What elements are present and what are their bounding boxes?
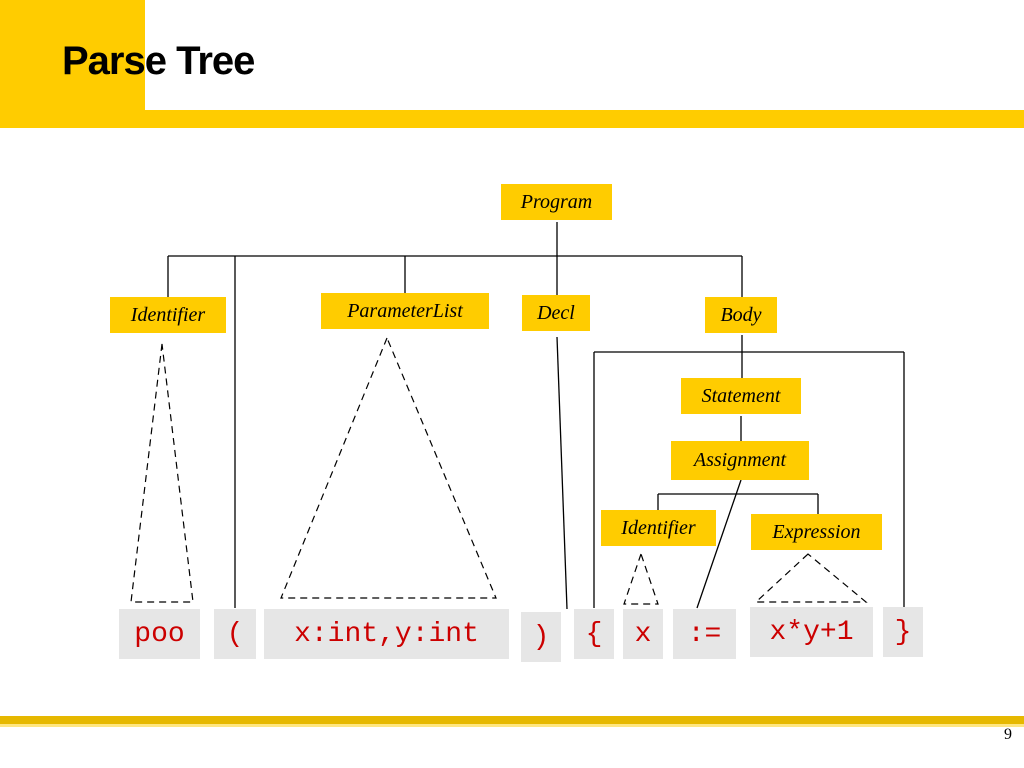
token-rbrace: } bbox=[883, 607, 923, 657]
node-decl: Decl bbox=[522, 295, 590, 331]
token-expression: x*y+1 bbox=[750, 607, 873, 657]
node-identifier-inner: Identifier bbox=[601, 510, 716, 546]
node-program: Program bbox=[501, 184, 612, 220]
node-parameter-list: ParameterList bbox=[321, 293, 489, 329]
subtree-identifier-triangle bbox=[130, 343, 194, 603]
node-identifier: Identifier bbox=[110, 297, 226, 333]
edge-assignment-assign bbox=[696, 479, 742, 609]
token-x: x bbox=[623, 609, 663, 659]
token-lbrace: { bbox=[574, 609, 614, 659]
subtree-parameterlist-triangle bbox=[280, 336, 497, 599]
slide-title: Parse Tree bbox=[62, 39, 255, 83]
footer-bar bbox=[0, 716, 1024, 724]
title-accent-block bbox=[0, 0, 145, 128]
subtree-expression-triangle bbox=[754, 553, 868, 603]
token-rparen: ) bbox=[521, 612, 561, 662]
page-number: 9 bbox=[1004, 726, 1012, 743]
token-lparen: ( bbox=[214, 609, 256, 659]
subtree-identifier-inner-triangle bbox=[623, 552, 659, 605]
node-expression: Expression bbox=[751, 514, 882, 550]
node-body: Body bbox=[705, 297, 777, 333]
footer-bar-highlight bbox=[0, 724, 1024, 727]
token-poo: poo bbox=[119, 609, 200, 659]
edge-decl-rparen bbox=[556, 336, 568, 610]
token-params: x:int,y:int bbox=[264, 609, 509, 659]
node-assignment: Assignment bbox=[671, 441, 809, 480]
header-bar bbox=[0, 110, 1024, 128]
token-assign: := bbox=[673, 609, 736, 659]
node-statement: Statement bbox=[681, 378, 801, 414]
